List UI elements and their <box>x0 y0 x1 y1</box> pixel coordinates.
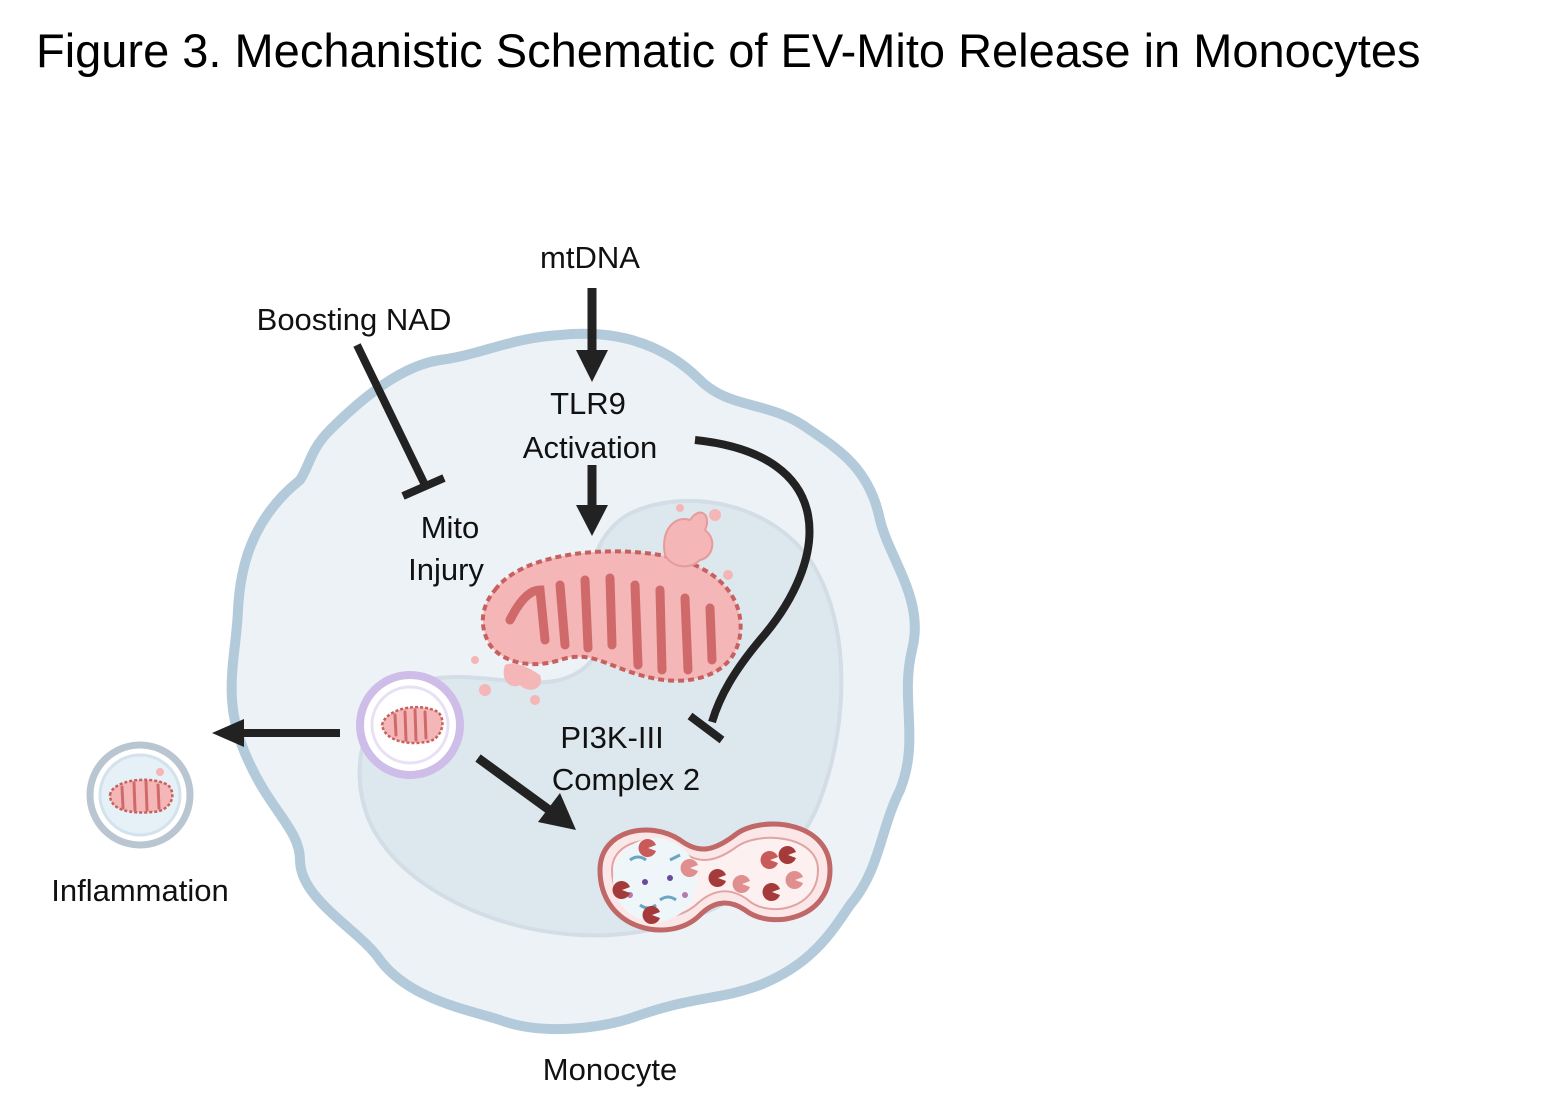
autolysosome-icon <box>597 821 833 933</box>
label-tlr9: TLR9 <box>550 386 626 421</box>
damaged-mitochondrion-icon <box>471 504 743 705</box>
label-activation: Activation <box>523 430 657 465</box>
arrow-vesicle-to-lysosome <box>475 754 555 816</box>
arrows <box>212 288 814 830</box>
inhibit-bar-pi3k <box>687 712 725 744</box>
label-inflammation: Inflammation <box>51 873 228 908</box>
label-injury: Injury <box>408 552 484 587</box>
arrowhead-tlr9-to-mito <box>576 505 608 536</box>
label-complex-2: Complex 2 <box>552 762 700 797</box>
label-mito: Mito <box>421 510 480 545</box>
inhibit-bar-nad <box>401 474 446 500</box>
extracellular-vesicle-icon <box>86 741 194 849</box>
arrowhead-ev-release <box>212 719 244 747</box>
label-boosting-nad: Boosting NAD <box>257 302 452 337</box>
arrowhead-mtdna-to-tlr9 <box>576 350 608 382</box>
arrowhead-vesicle-to-lysosome <box>538 793 576 830</box>
intracellular-ev-mito-icon <box>356 671 464 779</box>
inhibit-tlr9-to-pi3k <box>694 436 814 724</box>
label-monocyte: Monocyte <box>543 1052 677 1087</box>
figure-title: Figure 3. Mechanistic Schematic of EV-Mi… <box>36 24 1421 77</box>
inhibit-nad-to-mito <box>353 343 429 487</box>
label-pi3k-iii: PI3K-III <box>560 720 663 755</box>
label-mtdna: mtDNA <box>540 240 640 275</box>
